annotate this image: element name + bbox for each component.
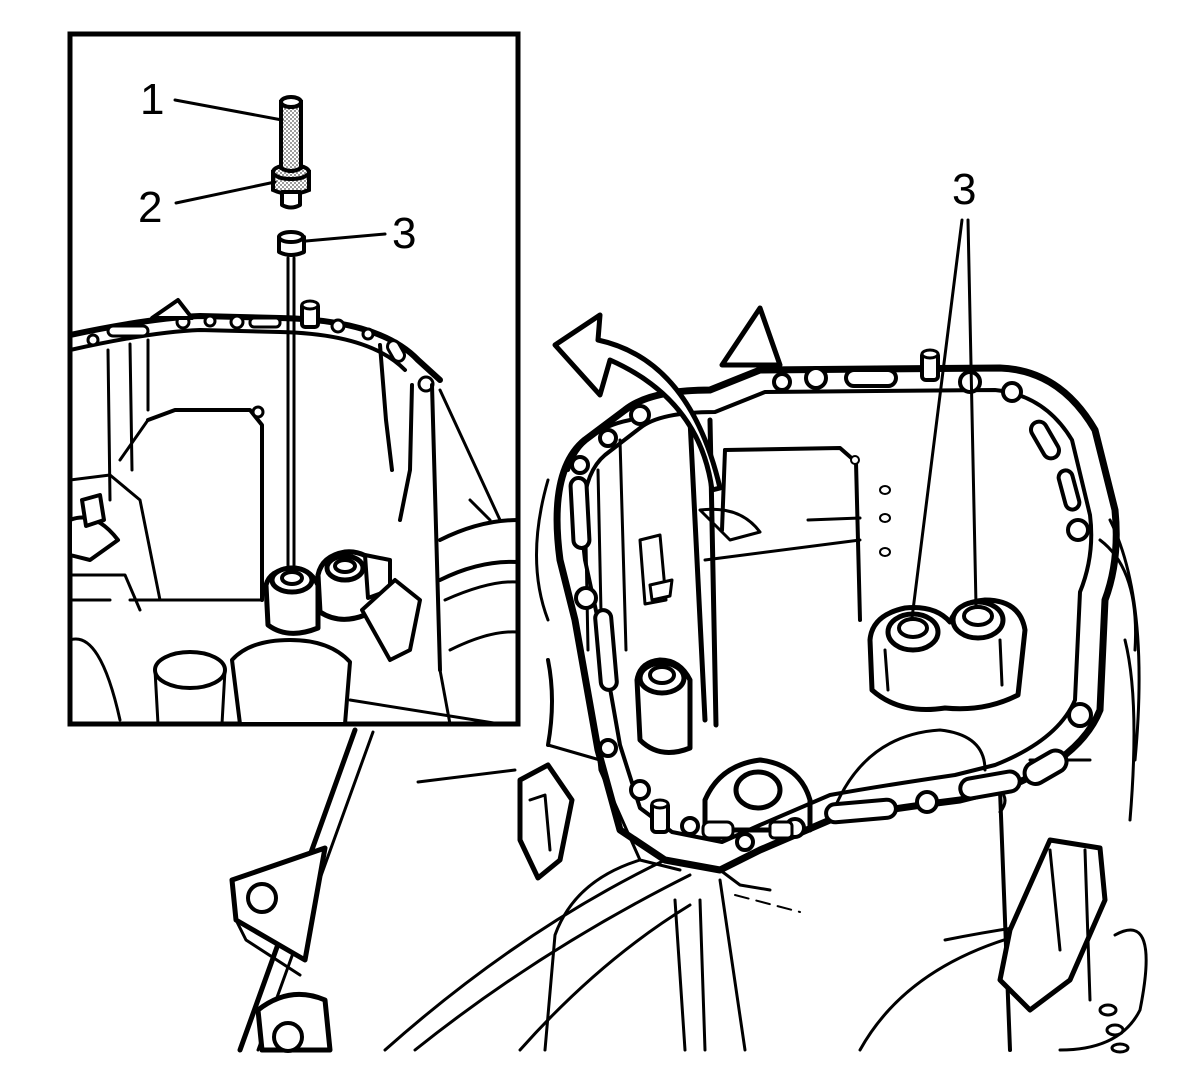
view-direction-arrow: [552, 312, 723, 493]
right-case-body: [997, 518, 1148, 1054]
transmission-case-main-view: [229, 218, 1148, 1054]
exploded-parts: [271, 95, 311, 574]
callout-leaders-inset: [173, 98, 387, 243]
inner-cavity: [583, 417, 891, 728]
left-case-body: [517, 478, 602, 881]
accumulator-bores-main: [634, 597, 1028, 833]
callout-3-leaders-main: [910, 218, 978, 620]
callout-2-label: 2: [138, 183, 162, 232]
callout-1-label: 1: [140, 75, 164, 124]
lower-bracket: [229, 727, 375, 1053]
callout-3-main-label: 3: [952, 165, 976, 214]
detail-inset: [67, 31, 521, 727]
seal-ring-part-3: [277, 230, 306, 257]
flange-bolt-holes: [568, 366, 1093, 852]
inset-case-view: [71, 298, 518, 724]
locating-dowels: [650, 305, 940, 834]
callout-3-inset-label: 3: [392, 209, 416, 258]
pin-part-1: [279, 95, 303, 173]
